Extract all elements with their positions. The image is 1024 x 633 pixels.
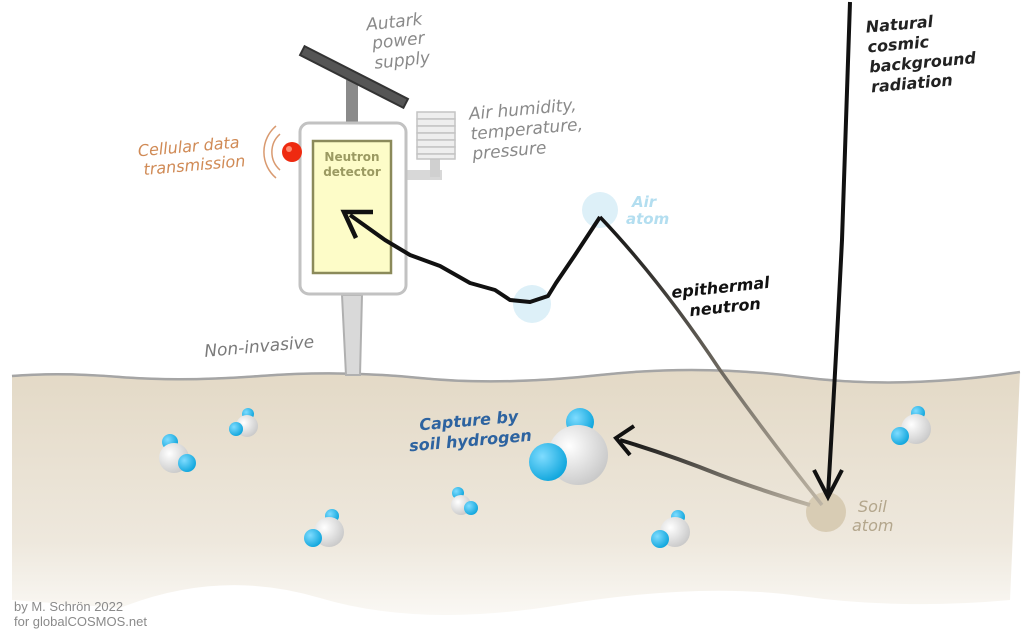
water-molecule-large bbox=[529, 408, 608, 485]
label-cellular: Cellular data transmission bbox=[137, 133, 246, 179]
detector-arrowhead bbox=[340, 209, 373, 239]
detector-label-1: Neutron bbox=[324, 150, 379, 164]
credit-site: for globalCOSMOS.net bbox=[14, 614, 147, 629]
air-atom bbox=[582, 192, 618, 228]
cosmic-ray-arrowhead bbox=[812, 469, 844, 502]
epithermal-neutron-path bbox=[598, 215, 824, 507]
neutron-detector bbox=[311, 139, 393, 275]
station-pole bbox=[340, 294, 364, 376]
water-molecule bbox=[651, 510, 690, 548]
water-molecule bbox=[159, 434, 196, 473]
water-molecule bbox=[304, 509, 344, 547]
label-epithermal: epithermal neutron bbox=[670, 273, 770, 320]
soil-atom-label-2: atom bbox=[852, 516, 893, 535]
water-molecule bbox=[451, 487, 478, 515]
air-atom-label-2: atom bbox=[626, 210, 669, 228]
cosmic-ray-arrow bbox=[826, 1, 852, 496]
solar-mast bbox=[346, 80, 358, 125]
label-soil-atom: Soil atom bbox=[852, 497, 893, 535]
capture-arrowhead bbox=[613, 424, 636, 457]
detector-label-2: detector bbox=[323, 165, 381, 179]
label-air-atom: Air atom bbox=[626, 193, 669, 228]
ground-surface-line bbox=[11, 368, 1021, 384]
neutron-path-to-detector bbox=[348, 213, 602, 304]
label-power-supply: Autark power supply bbox=[364, 9, 432, 73]
soil-atom-label-1: Soil bbox=[858, 497, 887, 516]
capture-neutron-path bbox=[619, 438, 811, 507]
weather-sensor-icon bbox=[405, 111, 456, 180]
solar-panel-icon bbox=[298, 44, 410, 110]
label-cosmic-radiation: Natural cosmic background radiation bbox=[865, 12, 977, 97]
label-non-invasive: Non-invasive bbox=[204, 332, 315, 362]
soil-atom bbox=[806, 492, 846, 532]
air-atom-label-1: Air bbox=[631, 193, 658, 211]
water-molecule bbox=[229, 408, 258, 437]
label-sensors: Air humidity, temperature, pressure bbox=[467, 95, 584, 164]
air-atom bbox=[513, 285, 551, 323]
cellular-antenna-icon bbox=[263, 125, 302, 179]
water-molecule bbox=[891, 406, 931, 445]
credit: by M. Schrön 2022 for globalCOSMOS.net bbox=[14, 599, 147, 629]
credit-author: by M. Schrön 2022 bbox=[14, 599, 124, 614]
